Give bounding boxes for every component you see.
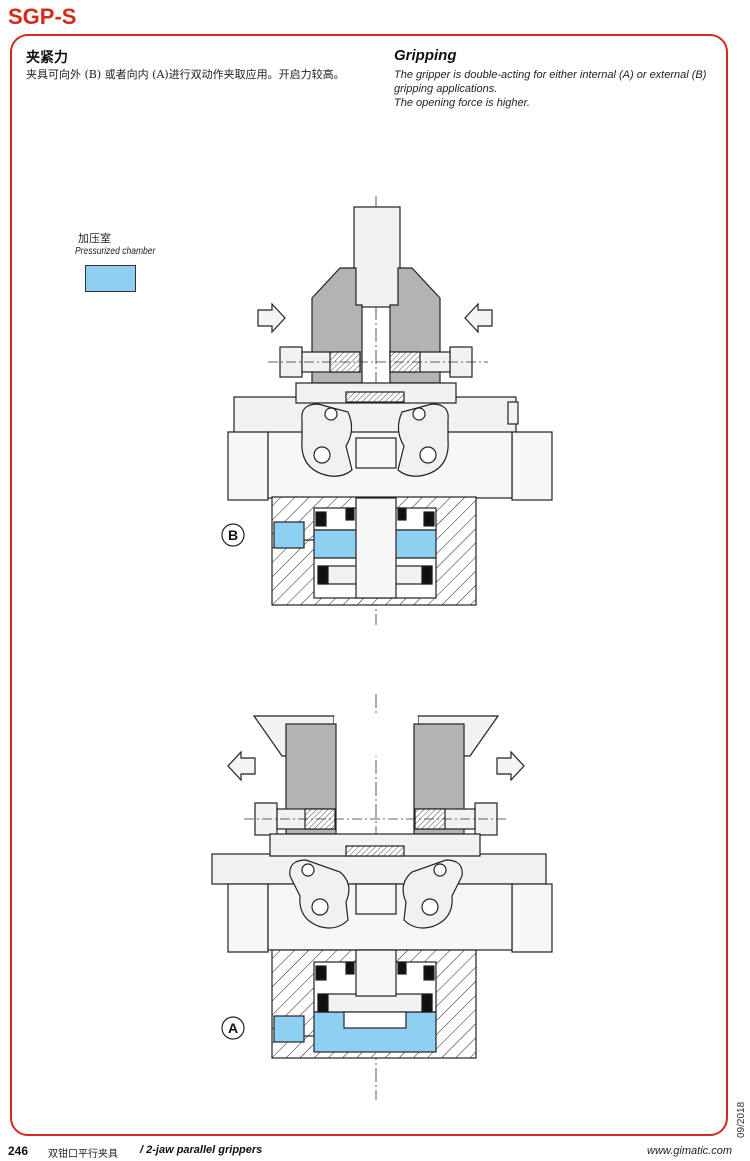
page-frame bbox=[10, 34, 728, 1136]
legend-swatch bbox=[85, 265, 136, 292]
diagram-external-gripping bbox=[221, 196, 553, 625]
right-housing-2 bbox=[511, 883, 553, 953]
piston-rod-head-2 bbox=[355, 883, 397, 915]
rod-seal-left-2 bbox=[315, 965, 327, 981]
footer-title-en: / 2-jaw parallel grippers bbox=[140, 1144, 262, 1156]
piston-recess bbox=[343, 1011, 407, 1029]
left-pivot bbox=[324, 407, 338, 421]
left-housing bbox=[227, 431, 269, 501]
label-b: B bbox=[228, 527, 238, 543]
right-pivot-2 bbox=[433, 863, 447, 877]
left-pivot-2 bbox=[301, 863, 315, 877]
brand-title: SGP-S bbox=[8, 4, 77, 29]
top-cap-2 bbox=[345, 845, 405, 857]
page-number: 246 bbox=[8, 1144, 29, 1158]
piston-rod bbox=[355, 497, 397, 599]
piston-seal-right bbox=[421, 565, 433, 585]
piston-seal-right-2 bbox=[421, 993, 433, 1013]
arrow-inward-right-icon bbox=[464, 302, 493, 334]
body-en-line-2: The opening force is higher. bbox=[394, 97, 530, 109]
footer-title-en-text: 2-jaw parallel grippers bbox=[146, 1144, 263, 1156]
gripped-part bbox=[353, 206, 401, 308]
arrow-inward-left-icon bbox=[257, 302, 286, 334]
section-body-en: The gripper is double-acting for either … bbox=[394, 68, 724, 110]
right-housing bbox=[511, 431, 553, 501]
rod-seal-inner-right-2 bbox=[397, 961, 407, 975]
right-pin bbox=[419, 446, 437, 464]
rod-seal-inner-left bbox=[345, 507, 355, 521]
right-pivot bbox=[412, 407, 426, 421]
section-body-cn: 夹具可向外 (B) 或者向内 (A)进行双动作夹取应用。开启力较高。 bbox=[26, 68, 345, 81]
section-title-cn: 夹紧力 bbox=[26, 50, 68, 66]
arrow-outward-left-icon bbox=[227, 750, 256, 782]
body-en-line-1: The gripper is double-acting for either … bbox=[394, 69, 707, 95]
diagram-internal-gripping bbox=[211, 694, 553, 1100]
arrow-outward-right-icon bbox=[496, 750, 525, 782]
right-lever-2 bbox=[402, 859, 463, 929]
label-a-circle bbox=[221, 1016, 245, 1040]
legend-label-cn: 加压室 bbox=[78, 232, 111, 245]
footer-url: www.gimatic.com bbox=[647, 1145, 732, 1157]
piston-rod-head bbox=[355, 437, 397, 469]
label-b-circle bbox=[221, 523, 245, 547]
left-lever-2 bbox=[289, 859, 350, 929]
left-pin-2 bbox=[311, 898, 329, 916]
section-title-en: Gripping bbox=[394, 47, 457, 64]
footer-title-cn: 双钳口平行夹具 bbox=[48, 1149, 118, 1160]
label-a: A bbox=[228, 1020, 238, 1036]
legend-label-en: Pressurized chamber bbox=[75, 246, 156, 257]
air-port-b bbox=[273, 521, 305, 549]
body-top-plate-2 bbox=[211, 853, 547, 885]
piston-rod-2 bbox=[355, 949, 397, 997]
piston-seal-left bbox=[317, 565, 329, 585]
rod-seal-right bbox=[423, 511, 435, 527]
top-cap bbox=[345, 391, 405, 403]
piston-seal-left-2 bbox=[317, 993, 329, 1013]
footer-separator: / bbox=[140, 1144, 144, 1156]
right-pin-2 bbox=[421, 898, 439, 916]
rod-seal-inner-left-2 bbox=[345, 961, 355, 975]
piston-2 bbox=[317, 993, 433, 1013]
footer-date: 09/2018 bbox=[736, 1101, 747, 1138]
air-port-a bbox=[273, 1015, 305, 1043]
rod-seal-right-2 bbox=[423, 965, 435, 981]
side-screw bbox=[507, 401, 519, 425]
rod-seal-left bbox=[315, 511, 327, 527]
left-pin bbox=[313, 446, 331, 464]
rod-seal-inner-right bbox=[397, 507, 407, 521]
left-housing-2 bbox=[227, 883, 269, 953]
